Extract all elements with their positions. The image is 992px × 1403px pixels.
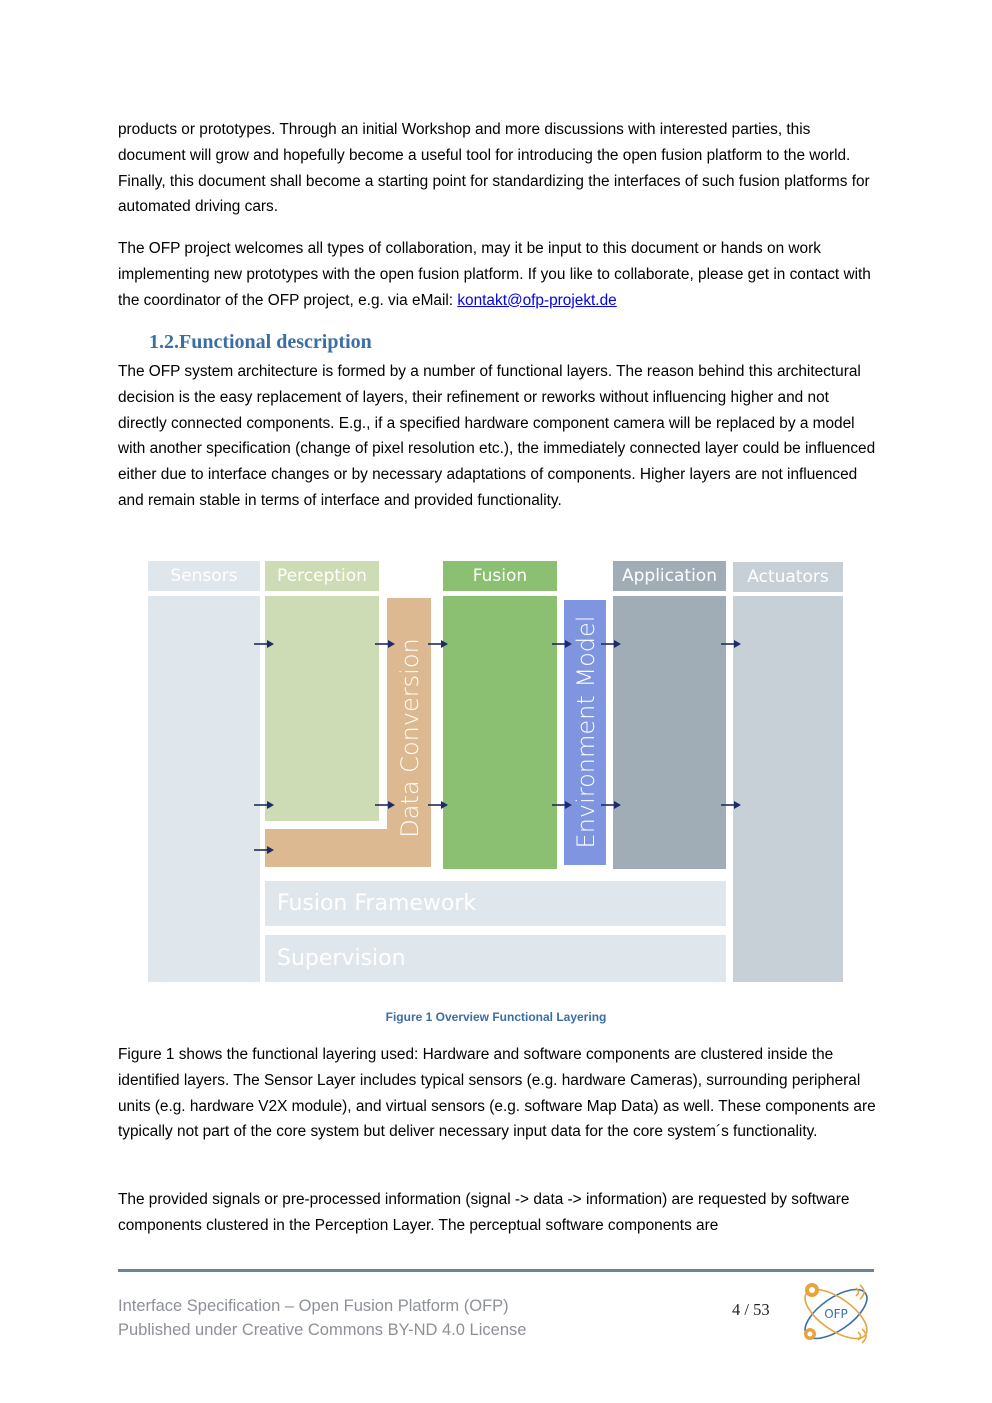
fusion-layer [443,596,557,869]
data-conversion-label: Data Conversion [396,638,424,838]
arrow-right-icon [721,640,741,648]
paragraph-collaboration-text: The OFP project welcomes all types of co… [118,240,871,309]
application-layer [613,596,726,869]
application-header: Application [613,561,726,591]
paragraph-figure-explanation: Figure 1 shows the functional layering u… [118,1046,876,1141]
arrow-right-icon [254,801,274,809]
figure-caption: Figure 1 Overview Functional Layering [385,1010,607,1024]
supervision-label: Supervision [277,946,406,971]
paragraph-intro-end: products or prototypes. Through an initi… [118,121,870,216]
sensors-header: Sensors [148,561,260,591]
fusion-framework-layer [265,881,726,926]
actuators-header: Actuators [733,562,843,592]
actuators-layer [733,596,843,982]
arrow-right-icon [552,640,572,648]
footer-license: Published under Creative Commons BY-ND 4… [118,1321,527,1339]
arrow-right-icon [721,801,741,809]
arrow-right-icon [601,801,621,809]
supervision-layer [265,935,726,982]
section-heading: 1.2.Functional description [149,331,372,353]
ofp-logo-icon: OFP [804,1283,868,1344]
email-link[interactable]: kontakt@ofp-projekt.de [457,291,617,309]
arrow-right-icon [601,640,621,648]
fusion-header: Fusion [443,561,557,591]
paragraph-collaboration: The OFP project welcomes all types of co… [118,236,878,313]
arrow-right-icon [375,801,395,809]
page-number: 4 / 53 [732,1300,770,1319]
perception-header: Perception [265,561,379,591]
data-conversion-base [265,829,431,867]
paragraph-perception: The provided signals or pre-processed in… [118,1191,850,1234]
sensors-layer [148,596,260,982]
environment-model-label: Environment Model [572,615,600,849]
arrow-right-icon [428,640,448,648]
footer-title: Interface Specification – Open Fusion Pl… [118,1297,509,1315]
fusion-framework-label: Fusion Framework [277,891,477,916]
data-conversion-layer [387,598,431,867]
arrow-right-icon [552,801,572,809]
arrow-right-icon [375,640,395,648]
footer-divider [118,1269,874,1272]
arrow-right-icon [254,846,274,854]
paragraph-architecture: The OFP system architecture is formed by… [118,363,876,509]
svg-text:OFP: OFP [824,1307,848,1321]
arrow-right-icon [254,640,274,648]
perception-layer [265,596,379,821]
arrow-right-icon [428,801,448,809]
